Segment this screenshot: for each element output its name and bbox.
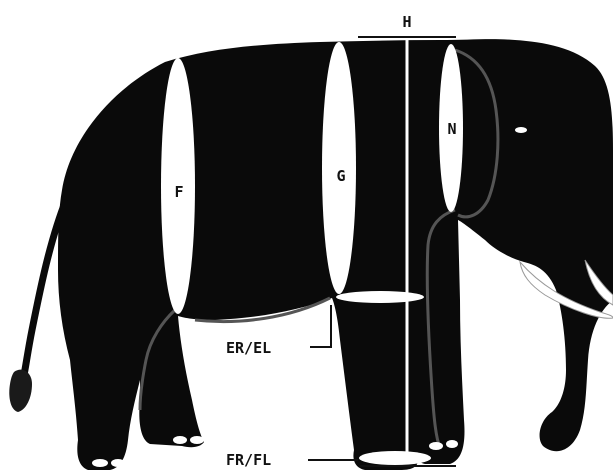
girth-FR-FL — [359, 451, 431, 465]
toenail — [190, 436, 204, 444]
toenail — [173, 436, 187, 444]
elephant-silhouette — [9, 39, 613, 470]
toenail — [446, 440, 458, 448]
toenail — [92, 459, 108, 467]
toenail — [429, 442, 443, 450]
leader-er-el — [310, 305, 331, 347]
label-FR-FL: FR/FL — [226, 451, 271, 469]
tail-tuft — [9, 370, 32, 412]
toenail — [111, 459, 125, 467]
label-F: F — [174, 183, 183, 201]
label-H: H — [402, 13, 411, 31]
girth-ER-EL — [336, 291, 424, 303]
label-ER-EL: ER/EL — [226, 339, 271, 357]
label-G: G — [336, 167, 345, 185]
label-N: N — [447, 120, 456, 138]
elephant-eye — [515, 127, 527, 133]
